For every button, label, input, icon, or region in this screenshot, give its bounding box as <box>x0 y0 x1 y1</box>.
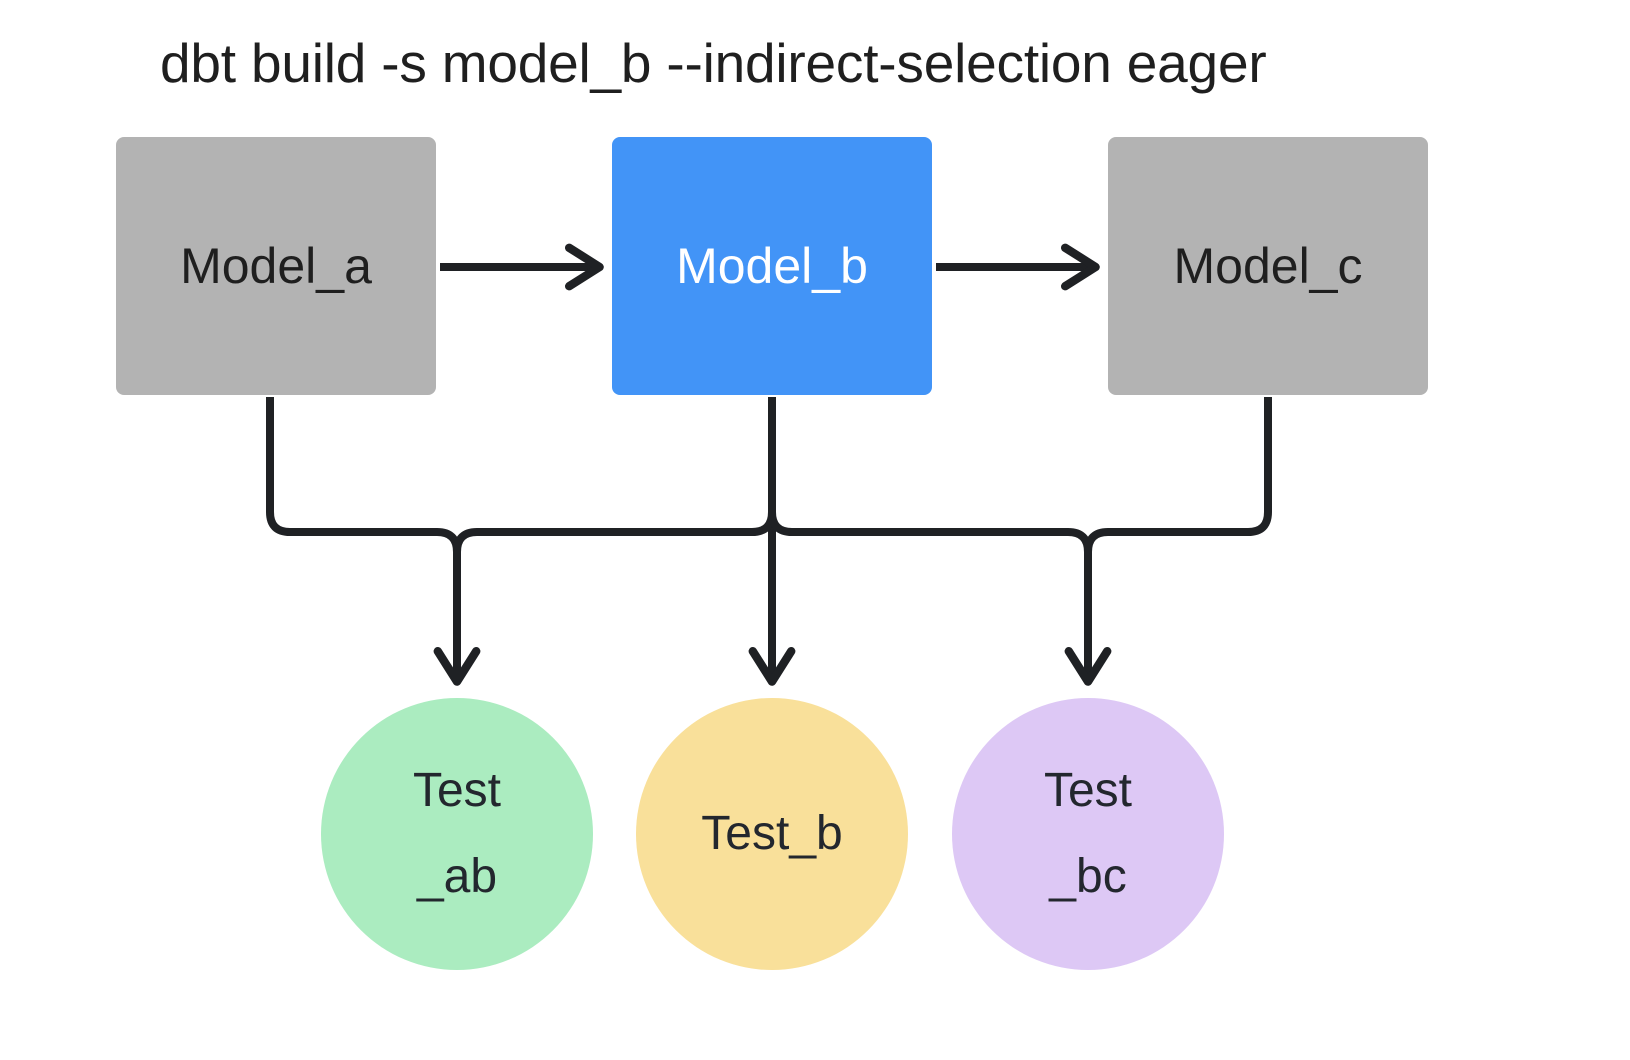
node-model-a[interactable]: Model_a <box>116 137 436 395</box>
edge-model-c-to-test-bc <box>1064 397 1272 686</box>
node-test-bc-label-line2: _bc <box>1049 850 1127 903</box>
edge-model-b-to-test-ab <box>453 397 776 680</box>
node-test-ab-label-line2: _ab <box>416 850 498 903</box>
edge-model-b-to-test-bc <box>768 397 1092 680</box>
node-model-b[interactable]: Model_b <box>612 137 932 395</box>
node-test-bc[interactable]: Test _bc <box>952 698 1224 970</box>
node-model-b-label: Model_b <box>676 238 868 294</box>
node-test-b-label-line1: Test_b <box>701 807 843 860</box>
node-model-c[interactable]: Model_c <box>1108 137 1428 395</box>
edge-model-a-to-test-ab <box>266 397 481 686</box>
node-test-ab[interactable]: Test _ab <box>321 698 593 970</box>
node-test-ab-label-line1: Test <box>412 764 502 817</box>
node-test-bc-label-line1: Test <box>1043 764 1133 817</box>
node-model-c-label: Model_c <box>1173 238 1363 294</box>
node-model-a-label: Model_a <box>180 238 372 294</box>
node-test-b[interactable]: Test_b <box>636 698 908 970</box>
diagram-title: dbt build -s model_b --indirect-selectio… <box>160 32 1267 94</box>
